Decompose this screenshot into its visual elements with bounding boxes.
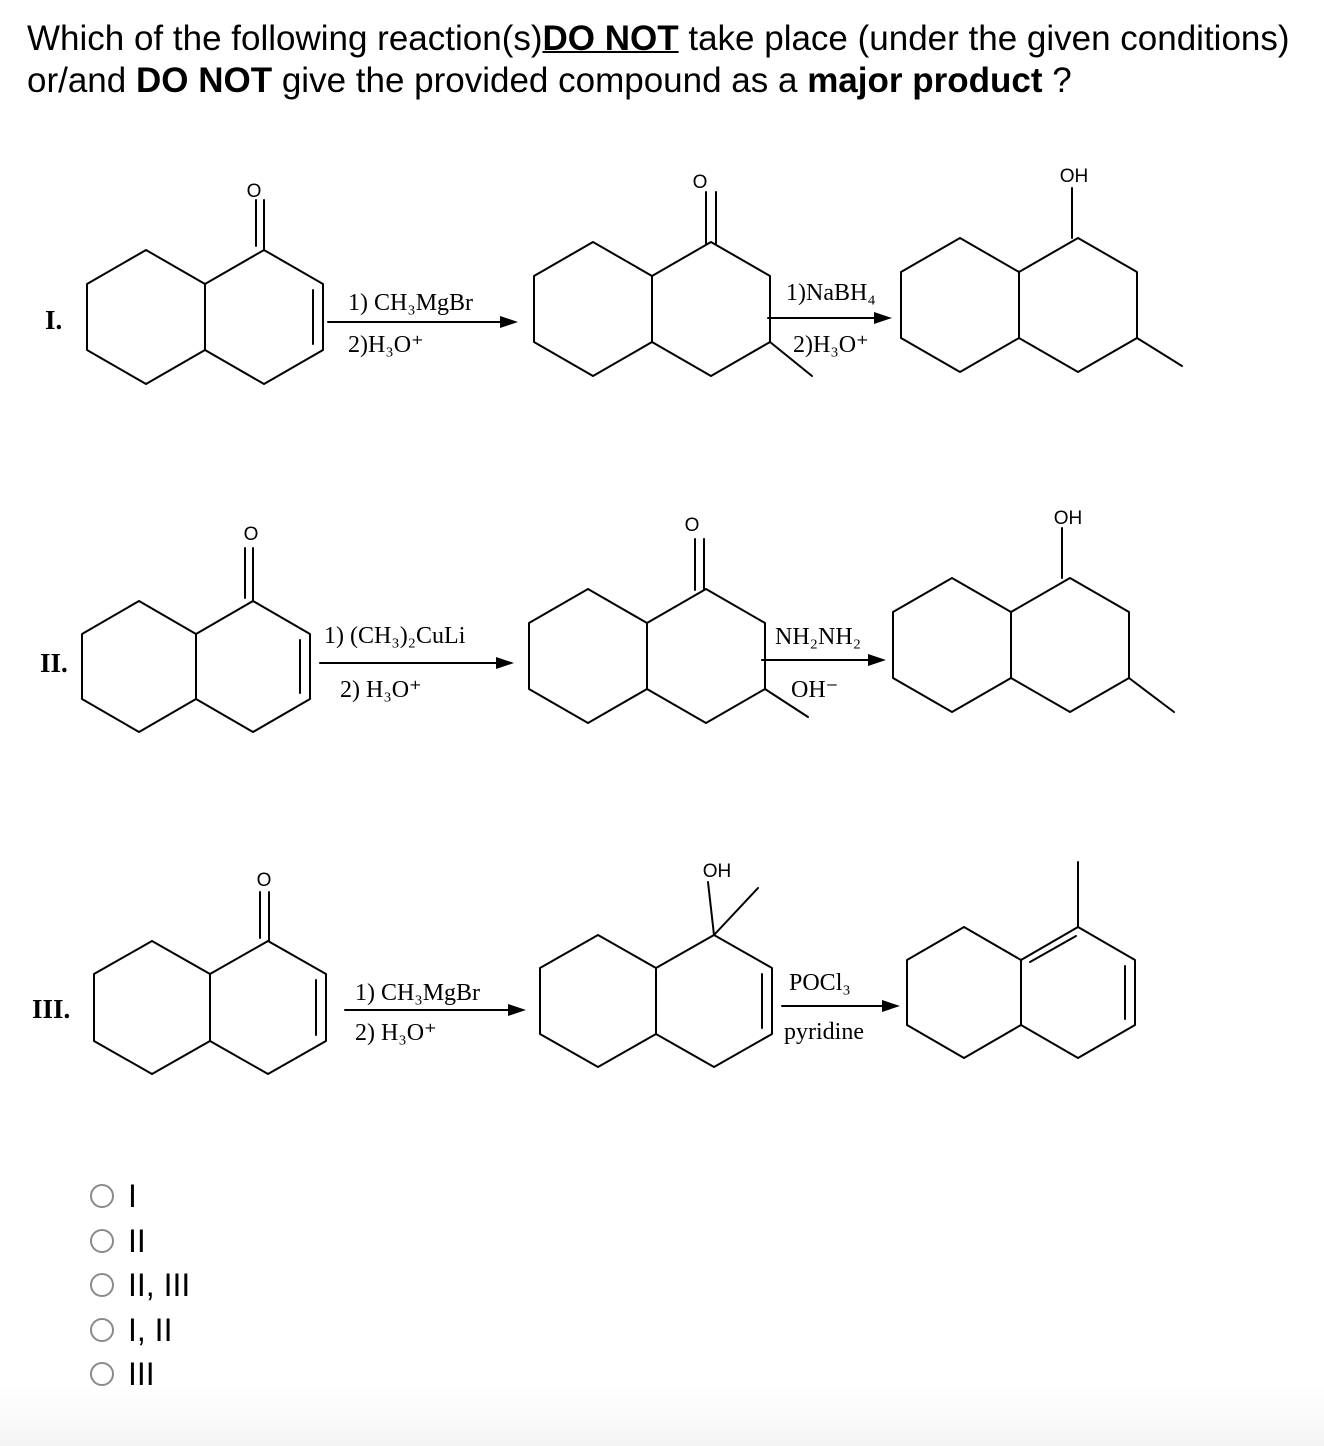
reaction-2-reagent-2b: OH⁻ — [791, 677, 838, 703]
reaction-2-reagent-2a: NH₂NH₂ — [775, 624, 861, 650]
reaction-3-intermediate: OH — [539, 861, 773, 1068]
reaction-2-reagent-1b: 2) H₃O⁺ — [340, 677, 422, 703]
radio-button[interactable] — [90, 1362, 114, 1386]
answer-option[interactable]: II, III — [90, 1265, 190, 1305]
question-part-3: give the provided compound as a — [281, 61, 798, 100]
radio-button[interactable] — [90, 1317, 114, 1342]
reaction-3-reagent-2b: pyridine — [784, 1019, 864, 1045]
reaction-1-arrowhead-2 — [874, 312, 892, 324]
reaction-1-arrowhead-1 — [500, 316, 518, 328]
question-part-2: take place (under the given conditions) … — [27, 19, 1290, 100]
reaction-3-hydroxyl: OH — [703, 861, 732, 882]
reaction-1-label: I. — [45, 305, 62, 335]
reaction-1-reagent-2a: 1)NaBH₄ — [786, 280, 876, 306]
reaction-1-reagent-1b: 2)H₃O⁺ — [348, 332, 424, 358]
reaction-2-reagent-1a: 1) (CH₃)₂CuLi — [324, 623, 466, 649]
reaction-2-arrowhead-2 — [868, 654, 886, 666]
answer-option[interactable]: I, II — [90, 1310, 190, 1350]
reaction-1-reagent-1a: 1) CH₃MgBr — [348, 290, 473, 316]
reaction-2: II. O 1) (CH₃)₂CuLi 2) H₃O⁺ O NH₂NH₂ OH⁻ — [40, 508, 1175, 733]
question-part-1: Which of the following reaction(s) — [27, 19, 543, 58]
question-mark: ? — [1052, 61, 1072, 100]
reaction-3-carbonyl-oxygen: O — [257, 870, 272, 891]
answer-option[interactable]: I — [90, 1176, 190, 1216]
answer-option-label: II — [128, 1222, 146, 1259]
reaction-3-arrowhead-1 — [508, 1004, 526, 1016]
reaction-1-reagent-2b: 2)H₃O⁺ — [793, 332, 869, 358]
radio-button[interactable] — [90, 1228, 114, 1253]
reaction-2-intermediate: O — [528, 515, 809, 724]
answer-option-label: I, II — [128, 1311, 173, 1348]
reaction-3-reagent-1a: 1) CH₃MgBr — [355, 980, 480, 1006]
reaction-2-ketone-oxygen: O — [685, 515, 700, 536]
reaction-2-label: II. — [40, 648, 68, 678]
reaction-3-product — [906, 861, 1136, 1059]
reaction-3-reagent-2a: POCl₃ — [789, 970, 851, 996]
reaction-3-starting-material: O — [93, 870, 327, 1075]
reaction-3-label: III. — [32, 994, 70, 1024]
answer-option[interactable]: II — [90, 1221, 190, 1261]
question-text: Which of the following reaction(s)DO NOT… — [27, 18, 1317, 102]
reaction-2-arrowhead-1 — [496, 657, 514, 669]
reaction-3: III. O 1) CH₃MgBr 2) H₃O⁺ OH POCl₃ pyrid… — [32, 861, 1136, 1075]
answer-option-label: I — [128, 1178, 137, 1214]
answer-option-label: II, III — [128, 1267, 191, 1303]
reaction-1: I. O 1) CH₃MgBr 2)H₃O⁺ O 1)NaBH₄ 2)H₃O — [45, 166, 1183, 385]
reaction-2-product: OH — [892, 508, 1175, 713]
radio-button[interactable] — [90, 1184, 114, 1208]
reaction-1-starting-material: O — [86, 181, 324, 385]
question-do-not-2: DO NOT — [135, 61, 273, 100]
reaction-1-carbonyl-oxygen: O — [247, 181, 262, 202]
bottom-fade — [0, 1386, 1324, 1446]
question-do-not-1: DO NOT — [542, 19, 679, 58]
reaction-3-reagent-1b: 2) H₃O⁺ — [355, 1020, 437, 1046]
reaction-3-arrowhead-2 — [882, 1000, 900, 1012]
reaction-2-starting-material: O — [81, 524, 311, 733]
reaction-2-carbonyl-oxygen: O — [244, 524, 259, 545]
reaction-1-hydroxyl: OH — [1060, 166, 1089, 187]
question-major-product: major product — [807, 61, 1043, 100]
reaction-1-product: OH — [900, 166, 1183, 373]
reaction-1-ketone-oxygen: O — [693, 172, 708, 193]
reaction-2-hydroxyl: OH — [1054, 508, 1083, 529]
radio-button[interactable] — [90, 1273, 114, 1297]
reaction-1-intermediate: O — [533, 172, 813, 377]
